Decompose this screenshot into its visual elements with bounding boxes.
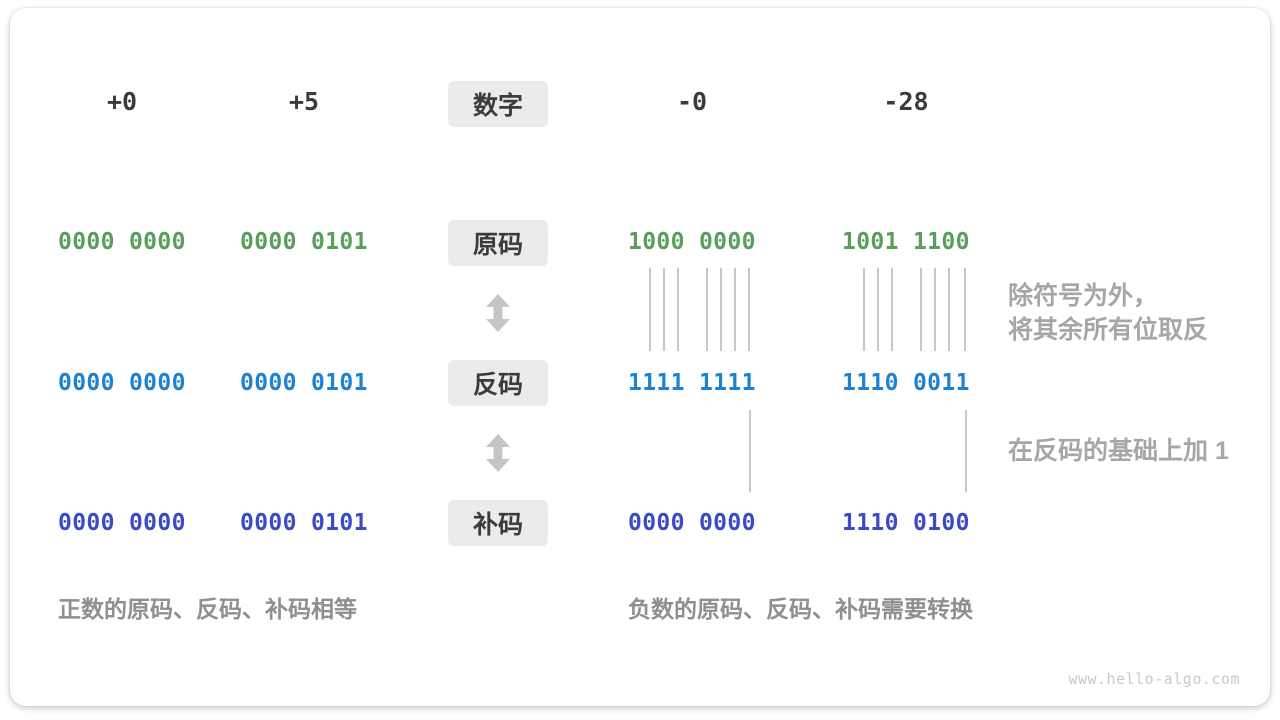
sign-magnitude-plus-zero: 0000 0000 [58,229,186,255]
header-plus-zero: +0 [106,87,138,116]
twos-complement-minus-zero: 0000 0000 [628,510,756,536]
sign-magnitude-minus-zero: 1000 0000 [628,229,756,255]
flip-line [964,268,966,351]
twos-complement-minus-twenty-eight: 1110 0100 [842,510,970,536]
twos-complement-plus-five: 0000 0101 [240,510,368,536]
sign-magnitude-plus-five: 0000 0101 [240,229,368,255]
ones-complement-plus-five: 0000 0101 [240,370,368,396]
digit-label-box: 数字 [448,81,548,127]
ones-complement-plus-zero: 0000 0000 [58,370,186,396]
flip-line [748,268,750,351]
flip-line [734,268,736,351]
sign-magnitude-minus-twenty-eight: 1001 1100 [842,229,970,255]
flip-line [677,268,679,351]
twos-complement-label-box: 补码 [448,500,548,546]
flip-line [920,268,922,351]
header-plus-five: +5 [288,87,320,116]
flip-line [663,268,665,351]
flip-line [720,268,722,351]
flip-line [649,268,651,351]
flip-line [948,268,950,351]
add-one-annotation: 在反码的基础上加 1 [1008,437,1229,465]
header-minus-zero: -0 [676,87,708,116]
add-one-line [749,410,751,492]
header-minus-twenty-eight: -28 [883,87,929,116]
flip-line [934,268,936,351]
positive-numbers-caption: 正数的原码、反码、补码相等 [58,596,357,622]
ones-complement-minus-twenty-eight: 1110 0011 [842,370,970,396]
twos-complement-plus-zero: 0000 0000 [58,510,186,536]
negative-numbers-caption: 负数的原码、反码、补码需要转换 [628,596,973,622]
figure-card [10,8,1270,706]
double-arrow-icon [486,434,510,472]
ones-complement-label-box: 反码 [448,360,548,406]
sign-magnitude-label-box: 原码 [448,220,548,266]
watermark-url: www.hello-algo.com [1068,670,1240,688]
double-arrow-icon [486,294,510,332]
flip-line [863,268,865,351]
flip-bits-annotation: 除符号为外， 将其余所有位取反 [1008,282,1209,344]
flip-line [877,268,879,351]
ones-complement-minus-zero: 1111 1111 [628,370,756,396]
flip-line [891,268,893,351]
flip-line [706,268,708,351]
add-one-line [965,410,967,492]
